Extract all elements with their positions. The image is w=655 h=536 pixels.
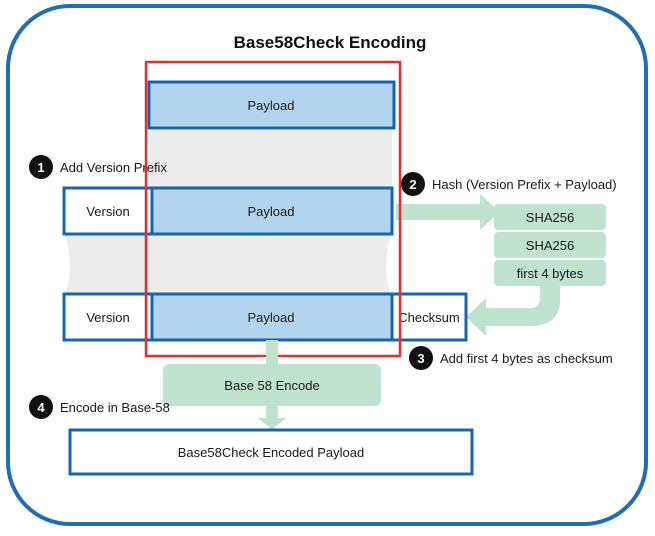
step-2-badge — [401, 172, 425, 196]
hash-step-sha256-2 — [494, 232, 606, 258]
hash-step-sha256-1 — [494, 204, 606, 230]
payload-label-bottom: Payload — [248, 310, 295, 325]
step-2-label: Hash (Version Prefix + Payload) — [432, 177, 617, 192]
hash-step-3-label: first 4 bytes — [517, 266, 584, 281]
base58-encode-box — [163, 364, 381, 406]
version-label-mid: Version — [86, 204, 129, 219]
base58-encode-label: Base 58 Encode — [224, 378, 319, 393]
version-box-bottom — [62, 292, 154, 342]
funnel-shading — [150, 130, 392, 190]
step-3-number: 3 — [417, 351, 424, 366]
checksum-arrow — [466, 286, 560, 336]
checksum-label: Checksum — [398, 310, 459, 325]
step-1-number: 1 — [37, 160, 44, 175]
result-box — [68, 428, 474, 476]
step-4-label: Encode in Base-58 — [60, 400, 170, 415]
encode-connector — [266, 340, 278, 366]
payload-box-mid — [150, 186, 394, 236]
diagram-title: Base58Check Encoding — [234, 33, 427, 52]
result-arrow — [258, 406, 286, 430]
step-3-label: Add first 4 bytes as checksum — [440, 351, 613, 366]
hash-step-2-label: SHA256 — [526, 238, 574, 253]
funnel-shading-lower — [64, 232, 392, 296]
payload-label-top: Payload — [248, 98, 295, 113]
step-4-badge — [29, 395, 53, 419]
step-1-label: Add Version Prefix — [60, 160, 167, 175]
step-2-number: 2 — [409, 177, 416, 192]
version-label-bottom: Version — [86, 310, 129, 325]
result-label: Base58Check Encoded Payload — [178, 445, 364, 460]
hash-arrow — [396, 194, 500, 230]
step-3-badge — [409, 346, 433, 370]
hash-step-first4 — [494, 260, 606, 286]
step-4-number: 4 — [37, 400, 45, 415]
payload-label-mid: Payload — [248, 204, 295, 219]
step-1-badge — [29, 155, 53, 179]
payload-box-top — [147, 80, 396, 130]
checksum-box — [390, 292, 468, 342]
hash-step-1-label: SHA256 — [526, 210, 574, 225]
